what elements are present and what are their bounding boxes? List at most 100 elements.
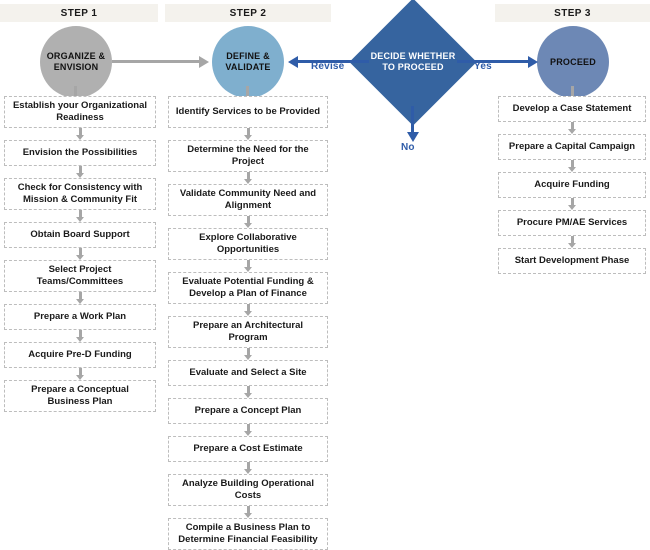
process-step-box[interactable]: Prepare an Architectural Program: [168, 316, 328, 348]
connector-stem: [246, 260, 250, 268]
arrowhead-down-icon: [406, 132, 419, 142]
connector-arrow-down: [168, 172, 328, 184]
process-step-box[interactable]: Prepare a Conceptual Business Plan: [4, 380, 156, 412]
arrowhead-down-icon: [244, 179, 252, 184]
process-step-box[interactable]: Obtain Board Support: [4, 222, 156, 248]
arrowhead-down-icon: [244, 393, 252, 398]
connector-stem: [78, 166, 82, 174]
step-header-1: STEP 1: [0, 4, 158, 22]
arrowhead-down-icon: [244, 355, 252, 360]
connector-arrow-down: [168, 128, 328, 140]
connector-arrow-down: [4, 210, 156, 222]
process-step-box[interactable]: Select Project Teams/Committees: [4, 260, 156, 292]
connector-arrow-down: [498, 198, 646, 210]
edge-label-no: No: [401, 142, 415, 153]
connector-stem: [246, 172, 250, 180]
connector-stem: [246, 348, 250, 356]
connector-arrow-down: [168, 216, 328, 228]
step-header-2: STEP 2: [165, 4, 331, 22]
arrowhead-down-icon: [244, 223, 252, 228]
arrowhead-down-icon: [76, 173, 84, 178]
process-step-box[interactable]: Prepare a Cost Estimate: [168, 436, 328, 462]
connector-stub-step1: [74, 86, 77, 96]
process-step-box[interactable]: Validate Community Need and Alignment: [168, 184, 328, 216]
connector-stem: [78, 292, 82, 300]
arrowhead-down-icon: [568, 205, 576, 210]
process-step-box[interactable]: Evaluate and Select a Site: [168, 360, 328, 386]
connector-arrow-down: [168, 424, 328, 436]
process-step-box[interactable]: Acquire Funding: [498, 172, 646, 198]
process-step-box[interactable]: Explore Collaborative Opportunities: [168, 228, 328, 260]
arrowhead-down-icon: [76, 337, 84, 342]
connector-arrow-down: [4, 292, 156, 304]
process-step-box[interactable]: Establish your Organizational Readiness: [4, 96, 156, 128]
connector-stub-step3: [571, 86, 574, 96]
connector-arrow-down: [168, 386, 328, 398]
connector-stem: [78, 330, 82, 338]
connector-stem: [570, 160, 574, 168]
connector-arrow-down: [498, 122, 646, 134]
connector-stub-step2: [246, 86, 249, 96]
connector-arrow-down: [4, 330, 156, 342]
connector-arrow-down: [498, 236, 646, 248]
arrowhead-right-icon: [528, 55, 538, 68]
process-step-box[interactable]: Prepare a Capital Campaign: [498, 134, 646, 160]
arrowhead-down-icon: [244, 267, 252, 272]
arrowhead-down-icon: [244, 135, 252, 140]
arrowhead-down-icon: [568, 167, 576, 172]
process-step-box[interactable]: Check for Consistency with Mission & Com…: [4, 178, 156, 210]
connector-arrow-down: [168, 462, 328, 474]
connector-arrow-down: [4, 248, 156, 260]
process-step-box[interactable]: Compile a Business Plan to Determine Fin…: [168, 518, 328, 550]
process-step-box[interactable]: Identify Services to be Provided: [168, 96, 328, 128]
connector-arrow-down: [168, 506, 328, 518]
arrowhead-down-icon: [76, 217, 84, 222]
decision-diamond-label[interactable]: DECIDE WHETHER TO PROCEED: [370, 50, 456, 72]
connector-stem: [78, 210, 82, 218]
process-step-box[interactable]: Start Development Phase: [498, 248, 646, 274]
connector-stem: [570, 198, 574, 206]
edge-label-yes: Yes: [474, 61, 492, 72]
connector-stem: [246, 128, 250, 136]
process-step-box[interactable]: Prepare a Work Plan: [4, 304, 156, 330]
arrowhead-down-icon: [568, 129, 576, 134]
process-step-box[interactable]: Analyze Building Operational Costs: [168, 474, 328, 506]
connector-arrow-down: [168, 304, 328, 316]
process-step-box[interactable]: Determine the Need for the Project: [168, 140, 328, 172]
connector-stem: [570, 236, 574, 244]
connector-decision-to-proceed: [457, 60, 529, 63]
connector-stem: [570, 122, 574, 130]
connector-stem: [78, 248, 82, 256]
connector-arrow-down: [4, 368, 156, 380]
arrowhead-right-icon: [199, 55, 209, 68]
connector-arrow-down: [4, 166, 156, 178]
connector-stem: [246, 304, 250, 312]
process-step-box[interactable]: Procure PM/AE Services: [498, 210, 646, 236]
arrowhead-down-icon: [76, 375, 84, 380]
connector-decision-to-define: [297, 60, 369, 63]
process-step-box[interactable]: Develop a Case Statement: [498, 96, 646, 122]
process-step-box[interactable]: Envision the Possibilities: [4, 140, 156, 166]
connector-organize-to-define: [112, 60, 200, 63]
connector-stem: [246, 216, 250, 224]
step-header-3: STEP 3: [495, 4, 650, 22]
process-step-box[interactable]: Prepare a Concept Plan: [168, 398, 328, 424]
connector-stem: [246, 386, 250, 394]
process-step-box[interactable]: Acquire Pre-D Funding: [4, 342, 156, 368]
arrowhead-down-icon: [244, 311, 252, 316]
connector-arrow-down: [168, 348, 328, 360]
edge-label-revise: Revise: [311, 61, 345, 72]
connector-arrow-down: [498, 160, 646, 172]
arrowhead-down-icon: [568, 243, 576, 248]
connector-stem: [78, 368, 82, 376]
connector-arrow-down: [4, 128, 156, 140]
arrowhead-down-icon: [76, 299, 84, 304]
arrowhead-down-icon: [76, 135, 84, 140]
connector-stem: [78, 128, 82, 136]
process-step-box[interactable]: Evaluate Potential Funding & Develop a P…: [168, 272, 328, 304]
arrowhead-left-icon: [288, 55, 298, 68]
